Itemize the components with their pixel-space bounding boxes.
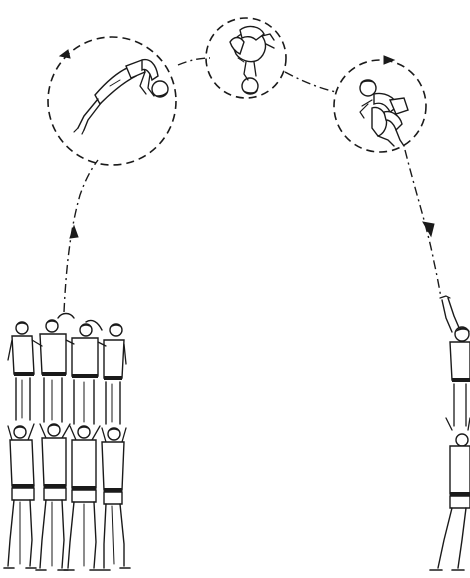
pyramid-upper-tier — [8, 314, 126, 425]
tuck-rotation-figure — [230, 27, 274, 95]
descending-path — [405, 150, 441, 298]
rising-path — [64, 160, 98, 312]
circle-1-arrow-icon — [60, 50, 70, 58]
circle-3-arrow-icon — [384, 56, 394, 64]
layout-flyer-figure — [74, 60, 168, 134]
connect-path-2 — [285, 72, 336, 92]
catcher-column — [430, 296, 470, 570]
phase-circle-1 — [48, 37, 176, 165]
pyramid-lower-tier — [4, 424, 130, 571]
human-pyramid — [4, 314, 130, 571]
tuck-landing-figure — [360, 80, 408, 147]
connect-path-1 — [178, 58, 210, 65]
phase-circle-3 — [334, 56, 426, 152]
descending-arrow-icon — [423, 222, 434, 236]
phase-circle-2 — [206, 18, 286, 98]
